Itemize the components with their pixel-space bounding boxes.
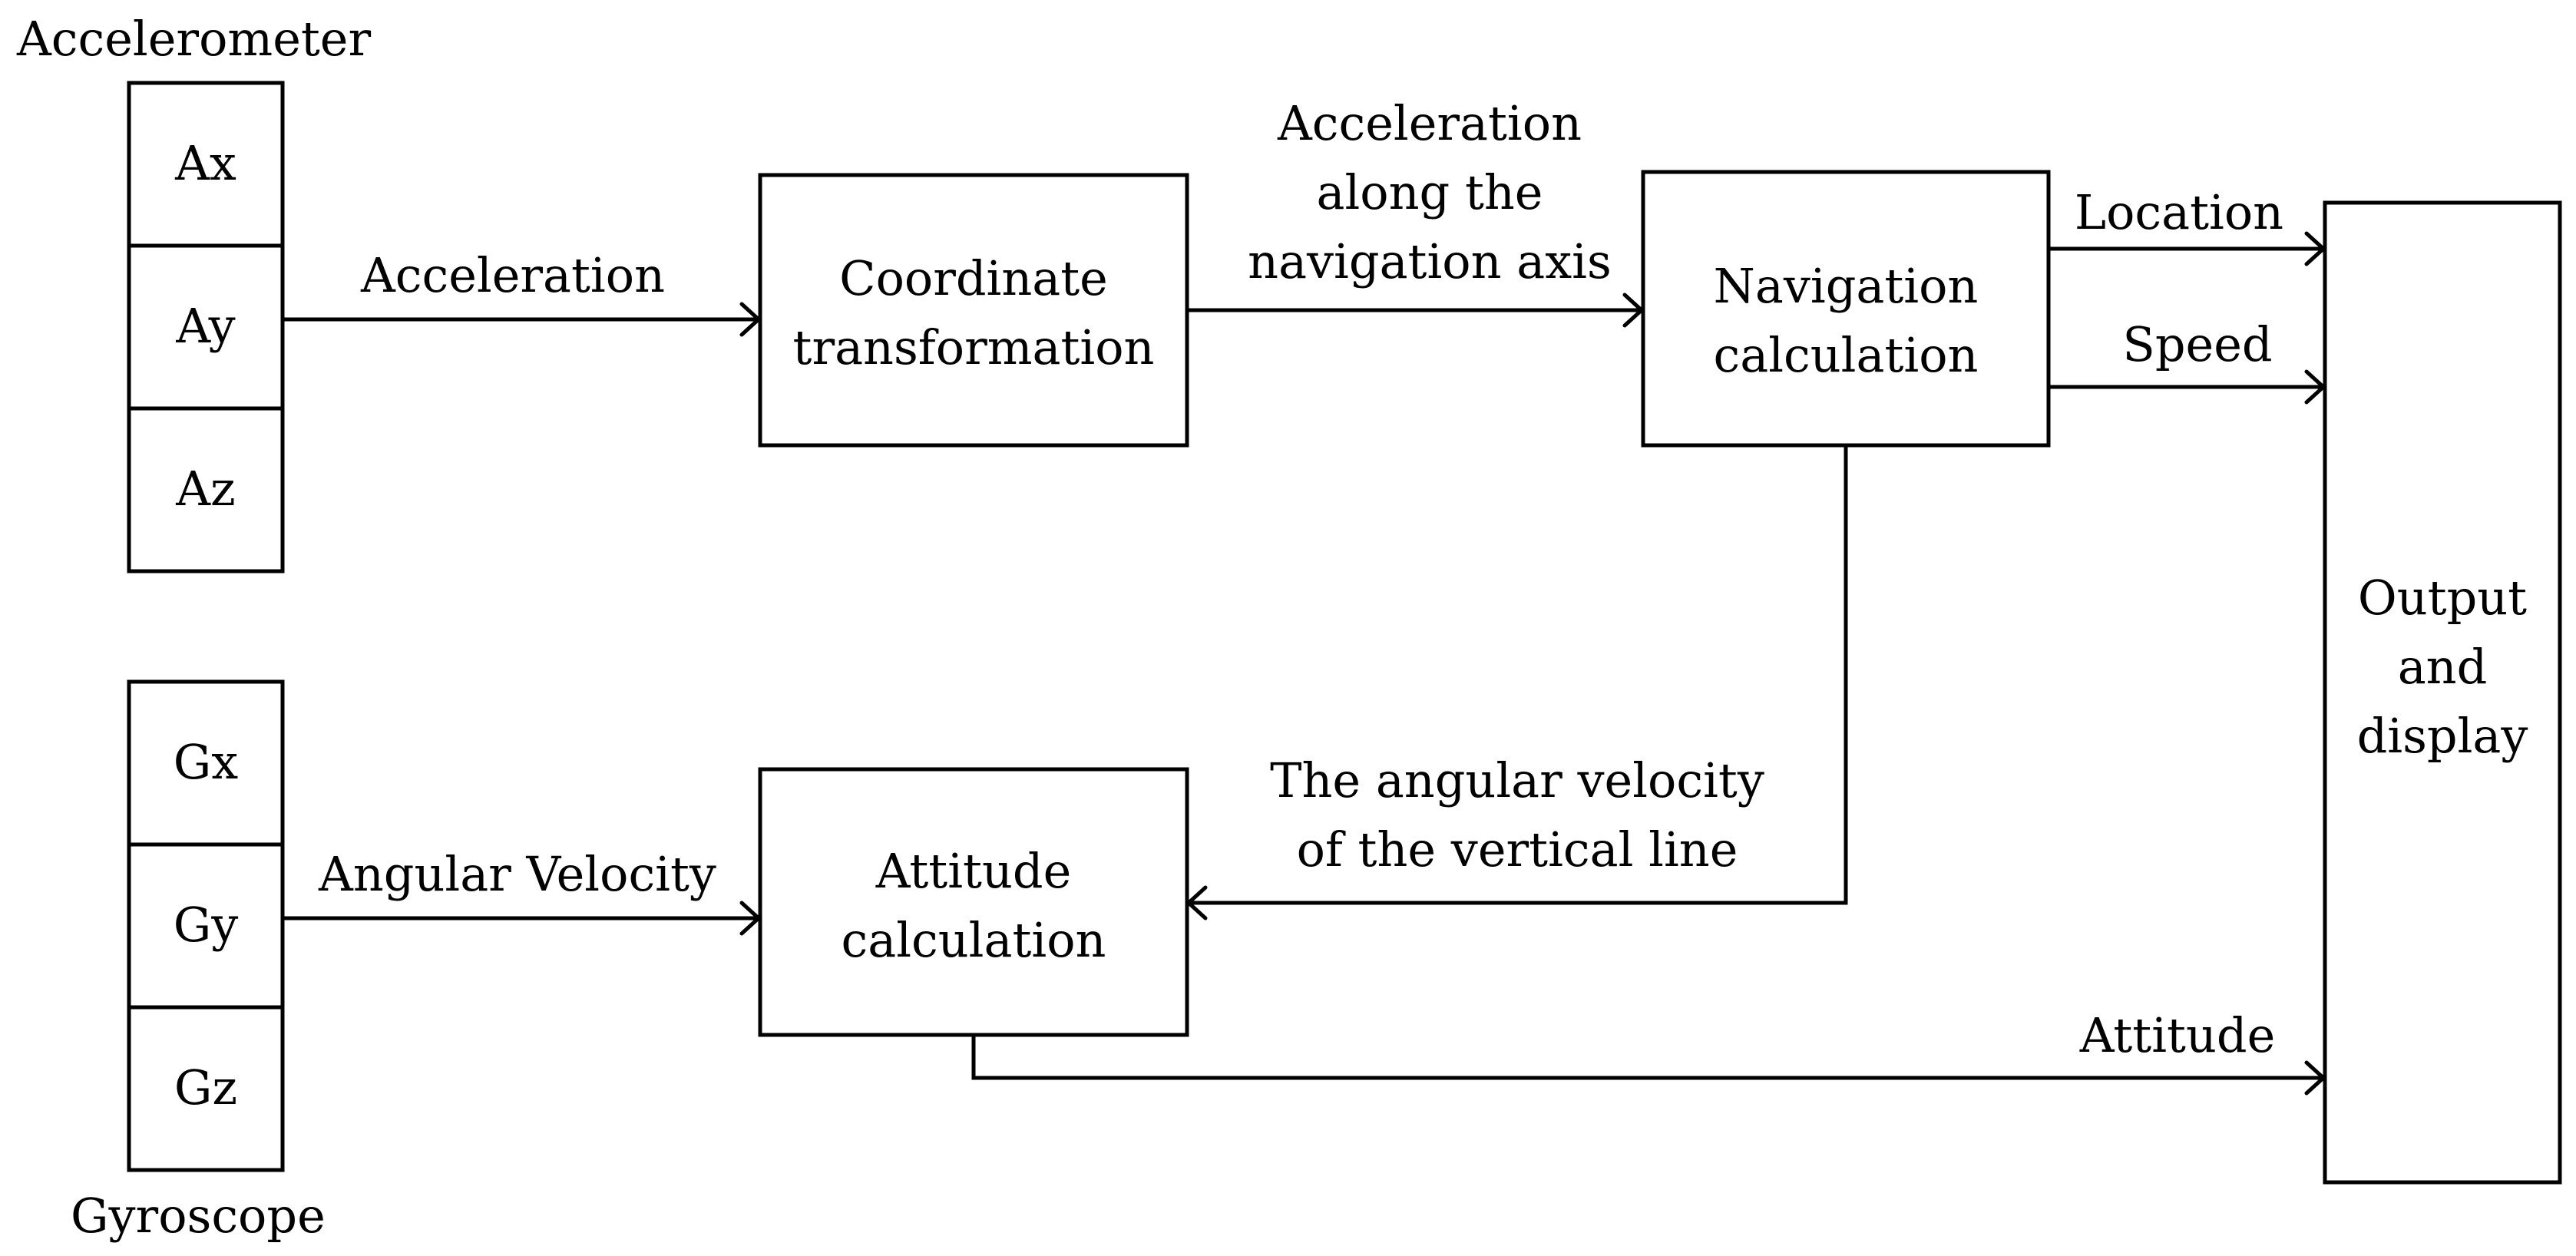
attitude-calculation-label-1: Attitude xyxy=(875,843,1072,899)
coordinate-transformation-label-1: Coordinate xyxy=(839,250,1108,306)
output-display-label-1: Output xyxy=(2358,570,2527,626)
nav-axis-acceleration-label-1: Acceleration xyxy=(1277,95,1582,151)
cell-label-gy: Gy xyxy=(174,897,239,953)
attitude-calculation-block xyxy=(758,767,1189,1037)
angular-velocity-label: Angular Velocity xyxy=(318,846,716,902)
vertical-angular-velocity-label-2: of the vertical line xyxy=(1297,821,1738,878)
attitude-calculation-label-2: calculation xyxy=(842,912,1106,968)
nav-axis-acceleration-label-3: navigation axis xyxy=(1248,233,1612,289)
location-arrow xyxy=(2049,231,2326,266)
accelerometer-cell-ax xyxy=(127,81,285,248)
location-label: Location xyxy=(2075,184,2283,240)
cell-label-gx: Gx xyxy=(174,734,239,790)
attitude-label: Attitude xyxy=(2079,1007,2276,1063)
speed-arrow xyxy=(2049,369,2326,405)
coordinate-transformation-label-2: transformation xyxy=(793,319,1155,375)
navigation-calculation-label-1: Navigation xyxy=(1714,258,1979,314)
cell-label-az: Az xyxy=(175,461,235,517)
output-display-label-3: display xyxy=(2357,708,2528,764)
navigation-calculation-label-2: calculation xyxy=(1714,327,1979,383)
attitude-arrow xyxy=(971,1035,2326,1096)
coordinate-transformation-block xyxy=(758,173,1189,448)
speed-label: Speed xyxy=(2122,316,2272,372)
angular-velocity-arrow xyxy=(283,901,761,936)
acceleration-label: Acceleration xyxy=(360,247,665,303)
cell-label-ay: Ay xyxy=(175,298,235,354)
nav-axis-acceleration-label-2: along the xyxy=(1317,164,1543,220)
accelerometer-cell-az xyxy=(127,406,285,573)
cell-label-ax: Ax xyxy=(174,135,236,191)
vertical-angular-velocity-label-1: The angular velocity xyxy=(1270,752,1764,808)
acceleration-arrow xyxy=(283,302,761,337)
vertical-angular-velocity-arrow xyxy=(1186,445,1848,921)
accelerometer-cell-ay xyxy=(127,243,285,411)
output-display-block xyxy=(2323,200,2562,1185)
cell-label-gz: Gz xyxy=(174,1059,237,1116)
gyroscope-cell-gz xyxy=(127,1005,285,1172)
gyroscope-cell-gx xyxy=(127,679,285,847)
accelerometer-title: Accelerometer xyxy=(16,11,371,67)
gyroscope-title: Gyroscope xyxy=(71,1188,326,1244)
nav-axis-acceleration-arrow xyxy=(1187,293,1644,328)
output-display-label-2: and xyxy=(2398,639,2488,695)
